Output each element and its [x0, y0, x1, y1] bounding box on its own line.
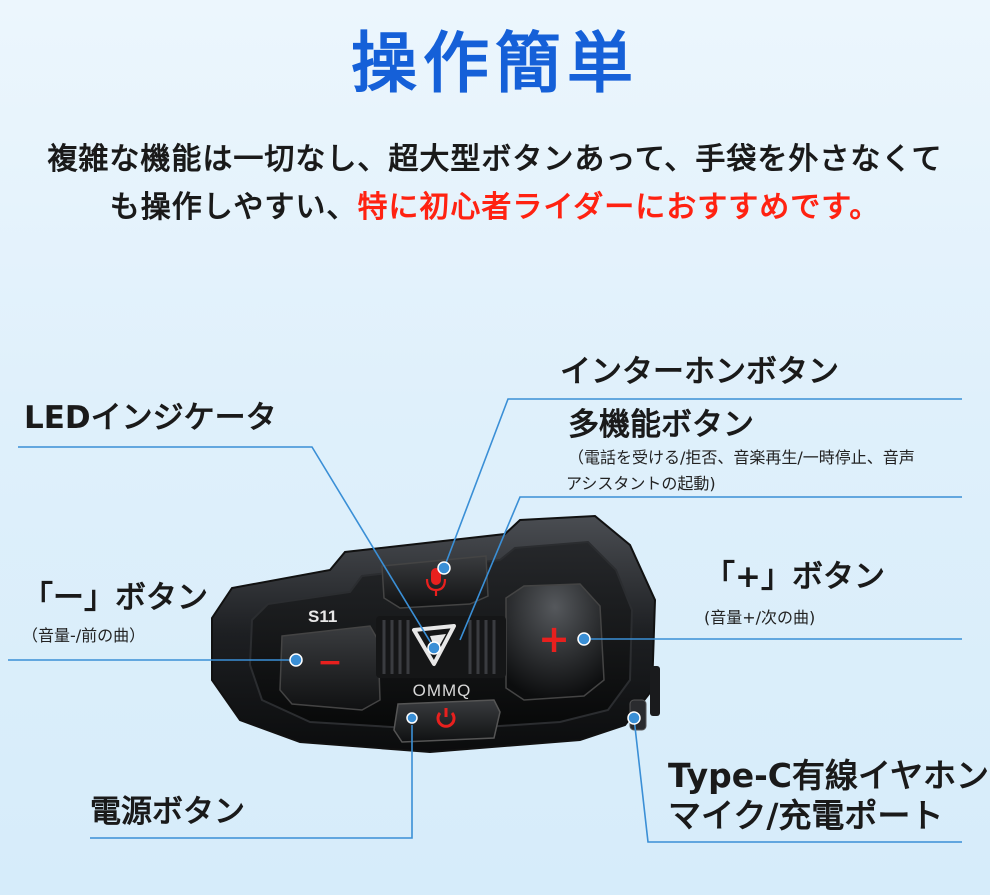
plus-symbol: +: [538, 617, 570, 661]
minus-desc: （音量-/前の曲）: [22, 626, 146, 645]
typec-label-1: Type-C有線イヤホン: [668, 756, 990, 795]
description-highlight: 特に初心者ライダーにおすすめです。: [357, 190, 881, 225]
plus-label: 「+」ボタン: [704, 559, 885, 595]
typec-label-2: マイク/充電ポート: [668, 796, 944, 835]
led-label: LEDインジケータ: [24, 400, 277, 436]
multifunction-desc-2: アシスタントの起動): [566, 474, 716, 493]
description-line-1: 複雑な機能は一切なし、超大型ボタンあって、手袋を外さなくて: [47, 142, 943, 177]
device-model-label: S11: [308, 607, 337, 626]
page-title: 操作簡単: [351, 25, 639, 102]
plus-button[interactable]: [505, 583, 605, 701]
minus-label: 「ー」ボタン: [22, 580, 208, 616]
power-button[interactable]: [393, 699, 501, 743]
minus-symbol: −: [317, 645, 342, 680]
device-brand-label: OMMQ: [413, 681, 472, 700]
intercom-leader: [443, 398, 962, 569]
intercom-label: インターホンボタン: [560, 354, 839, 390]
power-icon: [436, 708, 456, 728]
power-label: 電源ボタン: [90, 794, 245, 830]
typec-leader: [633, 717, 962, 843]
minus-button[interactable]: [279, 625, 381, 711]
led-leader: [18, 446, 435, 649]
multifunction-desc-1: （電話を受ける/拒否、音楽再生/一時停止、音声: [568, 448, 915, 467]
description-line-2: も操作しやすい、特に初心者ライダーにおすすめです。: [0, 186, 990, 230]
power-leader: [90, 725, 413, 839]
plus-desc: (音量+/次の曲): [704, 608, 816, 627]
multi-leader: [459, 496, 962, 641]
multifunction-label: 多機能ボタン: [568, 407, 754, 443]
microphone-icon: [425, 568, 447, 596]
description-plain: も操作しやすい、: [109, 190, 358, 225]
